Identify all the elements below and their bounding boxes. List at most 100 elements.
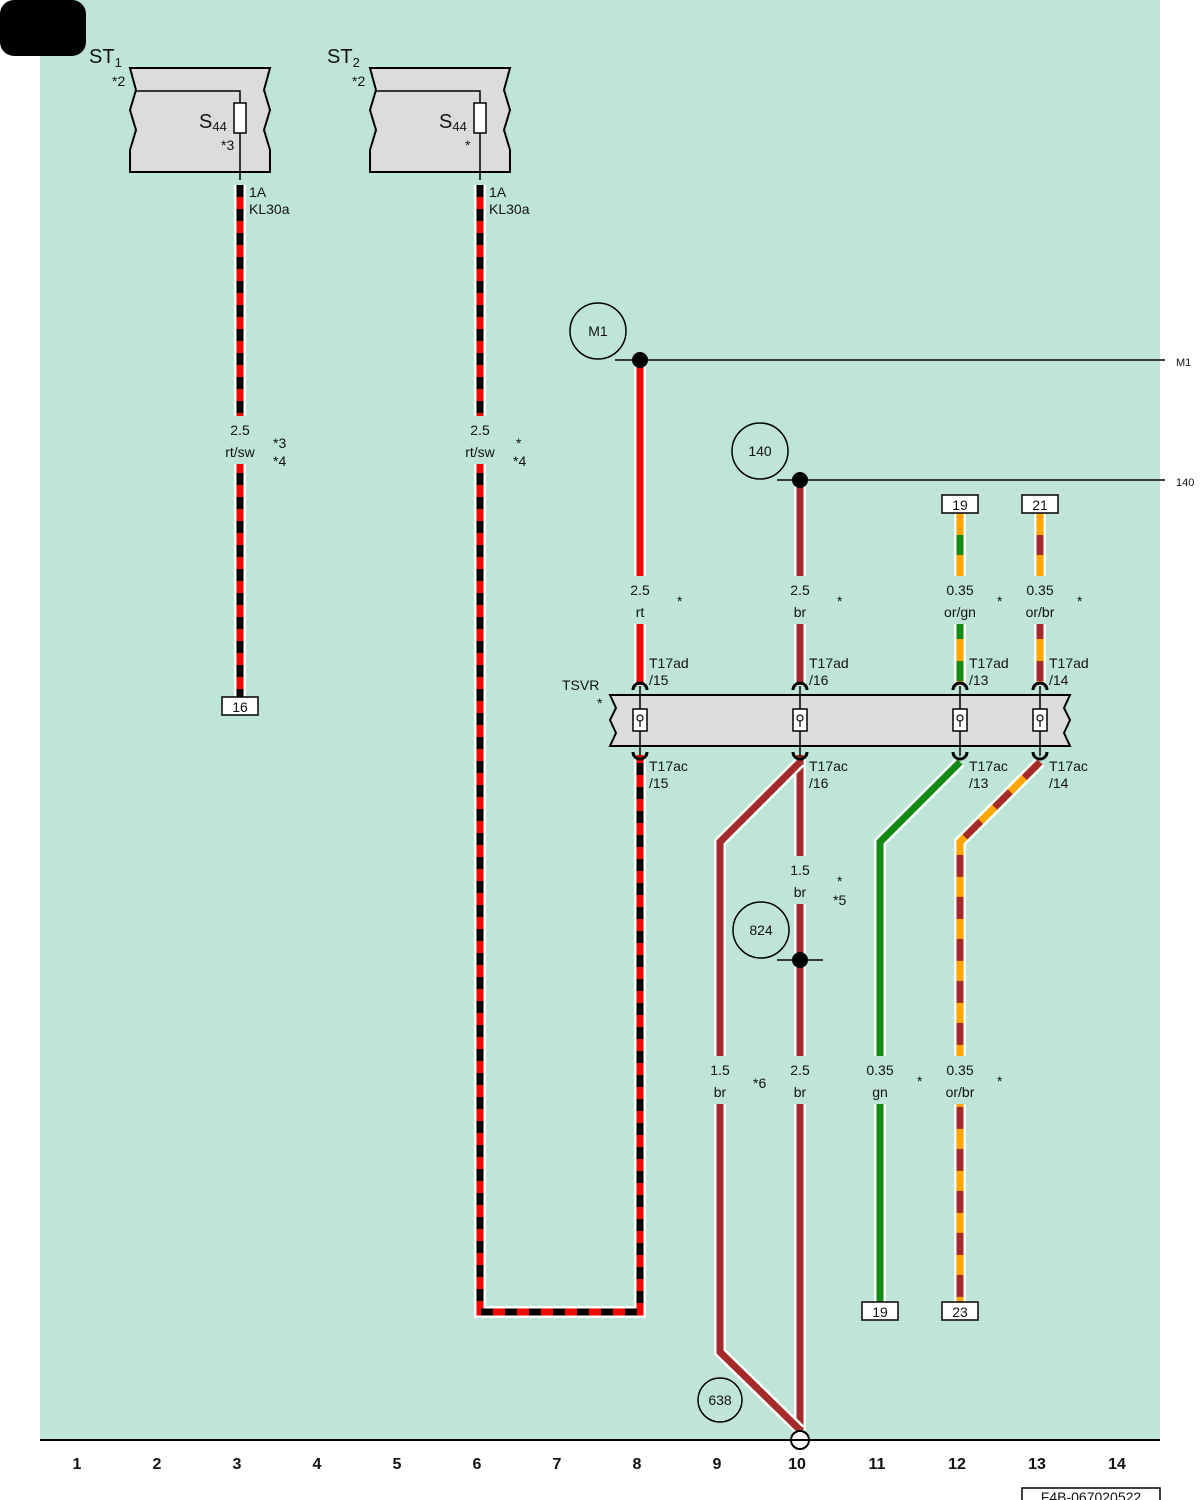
connector-bottom-arc-col8 <box>631 751 649 761</box>
column-number-11: 11 <box>869 1456 886 1473</box>
st1-fuse-label: S <box>199 111 212 133</box>
page-corner-tab <box>0 0 86 56</box>
w8-note: * <box>677 593 683 609</box>
w10mid-color: br <box>794 884 807 900</box>
c8-bot-pin: /15 <box>649 775 669 791</box>
c13-bot-name: T17ac <box>1049 758 1088 774</box>
st1-fuse-sub: 44 <box>212 119 226 134</box>
bus-lines: M1 140 <box>615 357 1194 961</box>
w10bot-color: br <box>794 1084 807 1100</box>
w10top-note: * <box>837 593 843 609</box>
w6-note2: *4 <box>513 453 526 469</box>
st2-terminal: KL30a <box>489 201 530 217</box>
connector-pin-icon-col8 <box>632 708 648 732</box>
wire-col11-core <box>876 759 963 1302</box>
w10mid-note1: * <box>837 873 843 889</box>
w6-note1: * <box>516 435 522 451</box>
column-number-2: 2 <box>153 1456 162 1473</box>
n638-node-circle <box>697 1377 743 1423</box>
column-number-9: 9 <box>713 1456 722 1473</box>
n824-node-label: 824 <box>749 922 773 938</box>
connector-top-arc-col10 <box>791 681 809 691</box>
w12bot-note: * <box>997 1073 1003 1089</box>
footer-code: F4B-067020522 <box>1041 1489 1142 1500</box>
n824-junction-dot <box>792 952 808 968</box>
ref-19-bot-box <box>861 1301 899 1321</box>
c10-bot-pin: /16 <box>809 775 829 791</box>
connector-top-arc-col12 <box>951 681 969 691</box>
w3-color: rt/sw <box>225 444 255 460</box>
w11-note: * <box>917 1073 923 1089</box>
w11-size: 0.35 <box>866 1062 893 1078</box>
w10top-color: br <box>794 604 807 620</box>
connector-top-arc-col13 <box>1031 681 1049 691</box>
column-number-10: 10 <box>788 1456 806 1473</box>
w12bot-color: or/br <box>946 1084 975 1100</box>
st2-fuse-note: * <box>465 137 471 153</box>
c10-bot-name: T17ac <box>809 758 848 774</box>
st2-label-sub: 2 <box>353 55 360 70</box>
w13top-note: * <box>1077 593 1083 609</box>
c8-top-name: T17ad <box>649 655 689 671</box>
n140-junction-dot <box>792 472 808 488</box>
st2-component: ST2 *2 S44 * 1A KL30a <box>327 46 530 217</box>
w6-color: rt/sw <box>465 444 495 460</box>
w10mid-size: 1.5 <box>790 862 810 878</box>
ref-19-top-box <box>941 494 979 514</box>
connector-symbols <box>631 681 1049 761</box>
w3-note2: *4 <box>273 453 286 469</box>
ref-23-bot-label: 23 <box>952 1304 968 1320</box>
m1-node-label: M1 <box>588 323 608 339</box>
n140-node-label: 140 <box>748 443 772 459</box>
svg-text:ST1: ST1 <box>89 46 122 70</box>
c13-bot-pin: /14 <box>1049 775 1069 791</box>
st2-note: *2 <box>352 73 365 89</box>
st2-fuse-sub: 44 <box>452 119 466 134</box>
column-number-13: 13 <box>1028 1456 1046 1473</box>
m1-junction-dot <box>632 352 648 368</box>
w10mid-note2: *5 <box>833 892 846 908</box>
wire-labels: 2.5 rt/sw *3 *4 2.5 rt/sw * *4 2.5 rt * … <box>222 416 1083 1104</box>
connector-bottom-arc-col13 <box>1031 751 1049 761</box>
connector-pin-icon-col10 <box>792 708 808 732</box>
svg-text:S44: S44 <box>199 111 227 134</box>
c12-bot-pin: /13 <box>969 775 989 791</box>
c12-top-pin: /13 <box>969 672 989 688</box>
ref-19-top-label: 19 <box>952 497 968 513</box>
connector-labels: T17ad /15 T17ad /16 T17ad /13 T17ad /14 … <box>649 655 1089 791</box>
m1-node-circle <box>569 302 627 360</box>
ref-23-bot-box <box>941 1301 979 1321</box>
column-number-7: 7 <box>553 1456 562 1473</box>
column-number-1: 1 <box>73 1456 82 1473</box>
w13top-color: or/br <box>1026 604 1055 620</box>
w6-size: 2.5 <box>470 422 490 438</box>
column-number-3: 3 <box>233 1456 242 1473</box>
c8-top-pin: /15 <box>649 672 669 688</box>
w9-note: *6 <box>753 1075 766 1091</box>
w8-color: rt <box>636 604 645 620</box>
connector-bottom-arc-col12 <box>951 751 969 761</box>
wire-col12-bot-core <box>956 759 1043 1302</box>
column-number-5: 5 <box>393 1456 402 1473</box>
w11-color: gn <box>872 1084 888 1100</box>
tsvr-note: * <box>597 695 603 711</box>
st2-label: ST <box>327 46 353 68</box>
w3-size: 2.5 <box>230 422 250 438</box>
column-number-12: 12 <box>948 1456 966 1473</box>
wire-col6 <box>474 185 646 1318</box>
w12bot-size: 0.35 <box>946 1062 973 1078</box>
w9-size: 1.5 <box>710 1062 730 1078</box>
connector-bottom-arc-col10 <box>791 751 809 761</box>
column-number-8: 8 <box>633 1456 642 1473</box>
connector-pin-icon-col13 <box>1032 708 1048 732</box>
column-number-6: 6 <box>473 1456 482 1473</box>
st1-label-sub: 1 <box>115 55 122 70</box>
c12-top-name: T17ad <box>969 655 1009 671</box>
w3-note1: *3 <box>273 435 286 451</box>
st2-fuse-icon <box>473 102 487 134</box>
w10top-size: 2.5 <box>790 582 810 598</box>
connector-top-arc-col8 <box>631 681 649 691</box>
w12top-note: * <box>997 593 1003 609</box>
